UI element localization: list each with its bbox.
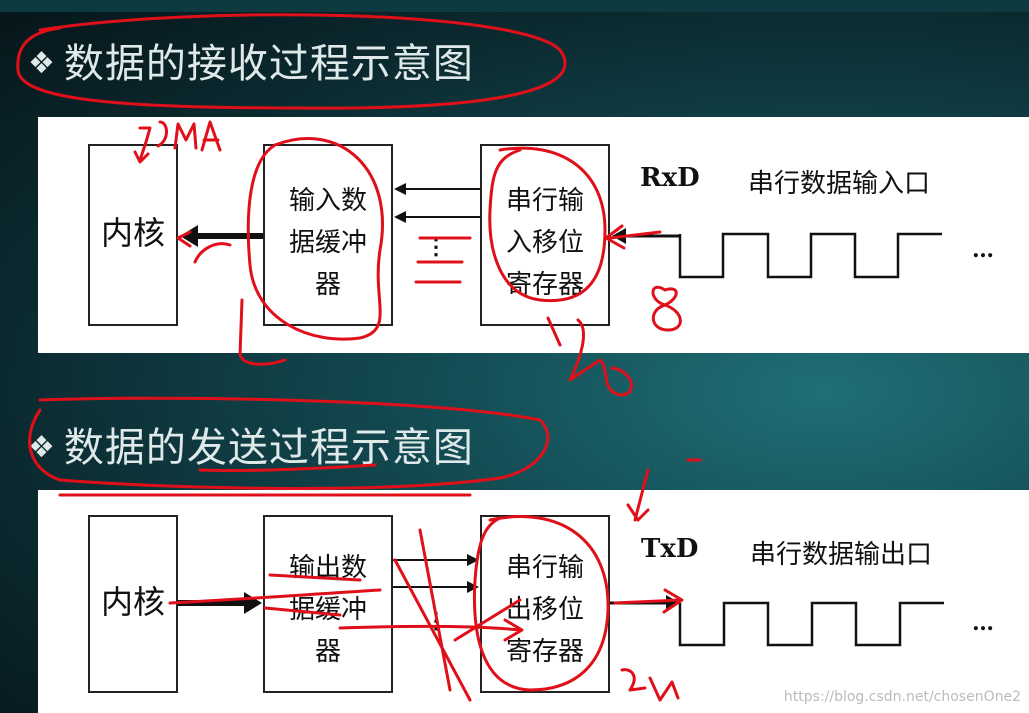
receive-parallel-dots: ⋮ (425, 234, 449, 260)
rxd-label: RxD (640, 163, 700, 193)
watermark: https://blog.csdn.net/chosenOne2 (783, 689, 1021, 705)
receive-core-label: 内核 (100, 214, 165, 252)
txd-description: 串行数据输出口 (750, 540, 933, 570)
txd-label: TxD (641, 534, 699, 564)
rxd-waveform (678, 232, 942, 279)
output-buffer-line-3: 器 (314, 637, 341, 667)
bullet-icon: ❖ (28, 46, 56, 81)
receive-diagram-panel: 内核 输入数 据缓冲 器 串行输 入移位 寄存器 RxD 串行数据输入口 ⋮ … (38, 117, 1029, 353)
txd-waveform (678, 601, 944, 647)
receive-ellipsis: … (972, 237, 996, 263)
rxd-description: 串行数据输入口 (748, 169, 931, 199)
core-to-buffer-arrowhead (244, 592, 262, 614)
receive-core-box: 内核 (88, 144, 178, 326)
send-diagram-panel: 内核 输出数 据缓冲 器 串行输 出移位 寄存器 TxD 串行数据输出口 ⋮ … (38, 490, 1029, 713)
send-core-box: 内核 (88, 515, 178, 693)
send-diagram-arrows (178, 554, 944, 647)
receive-heading: ❖数据的接收过程示意图 (28, 40, 474, 88)
top-bar (0, 0, 1029, 12)
buffer-to-core-arrowhead (180, 225, 198, 247)
send-heading: ❖数据的发送过程示意图 (28, 424, 474, 472)
send-ellipsis: … (972, 610, 996, 636)
send-title: 数据的发送过程示意图 (63, 425, 474, 471)
send-core-label: 内核 (100, 583, 165, 621)
receive-diagram-arrows (180, 183, 942, 279)
receive-title: 数据的接收过程示意图 (63, 41, 474, 87)
bullet-icon: ❖ (28, 430, 56, 465)
